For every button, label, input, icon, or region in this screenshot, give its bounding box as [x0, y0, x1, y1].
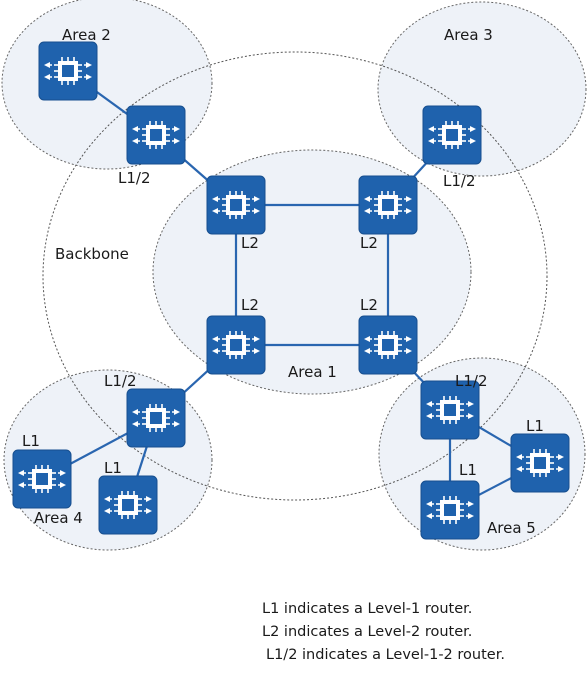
router-icon: [126, 388, 186, 448]
router-icon: [358, 315, 418, 375]
backbone-boundary: [42, 51, 548, 501]
router-label: L1/2: [104, 372, 137, 390]
area-4-label: Area 4: [34, 509, 83, 527]
router-label: L2: [360, 234, 378, 252]
router-icon: [420, 480, 480, 540]
legend-line-l1: L1 indicates a Level-1 router.: [262, 601, 473, 617]
router-label: L1: [526, 417, 544, 435]
router-icon: [98, 475, 158, 535]
area-2-label: Area 2: [62, 26, 111, 44]
router-label: L1: [104, 459, 122, 477]
router-label: L1/2: [455, 372, 488, 390]
router-icon: [206, 175, 266, 235]
router-icon: [12, 449, 72, 509]
area-1-label: Area 1: [288, 363, 337, 381]
backbone-label: Backbone: [55, 245, 129, 263]
area-1-boundary: [152, 149, 472, 395]
router-icon: [206, 315, 266, 375]
router-icon: [38, 41, 98, 101]
legend-line-l2: L2 indicates a Level-2 router.: [262, 624, 473, 640]
router-icon: [510, 433, 570, 493]
router-label: L2: [241, 234, 259, 252]
area-3-label: Area 3: [444, 26, 493, 44]
router-label: L1: [459, 461, 477, 479]
router-icon: [126, 105, 186, 165]
router-label: L1/2: [443, 172, 476, 190]
router-label: L2: [241, 296, 259, 314]
router-label: L1/2: [118, 169, 151, 187]
router-icon: [358, 175, 418, 235]
router-label: L1: [22, 432, 40, 450]
router-label: L2: [360, 296, 378, 314]
area-5-label: Area 5: [487, 519, 536, 537]
legend: L1 indicates a Level-1 router. L2 indica…: [262, 598, 582, 667]
router-icon: [422, 105, 482, 165]
legend-line-l12: L1/2 indicates a Level-1-2 router.: [266, 647, 505, 663]
